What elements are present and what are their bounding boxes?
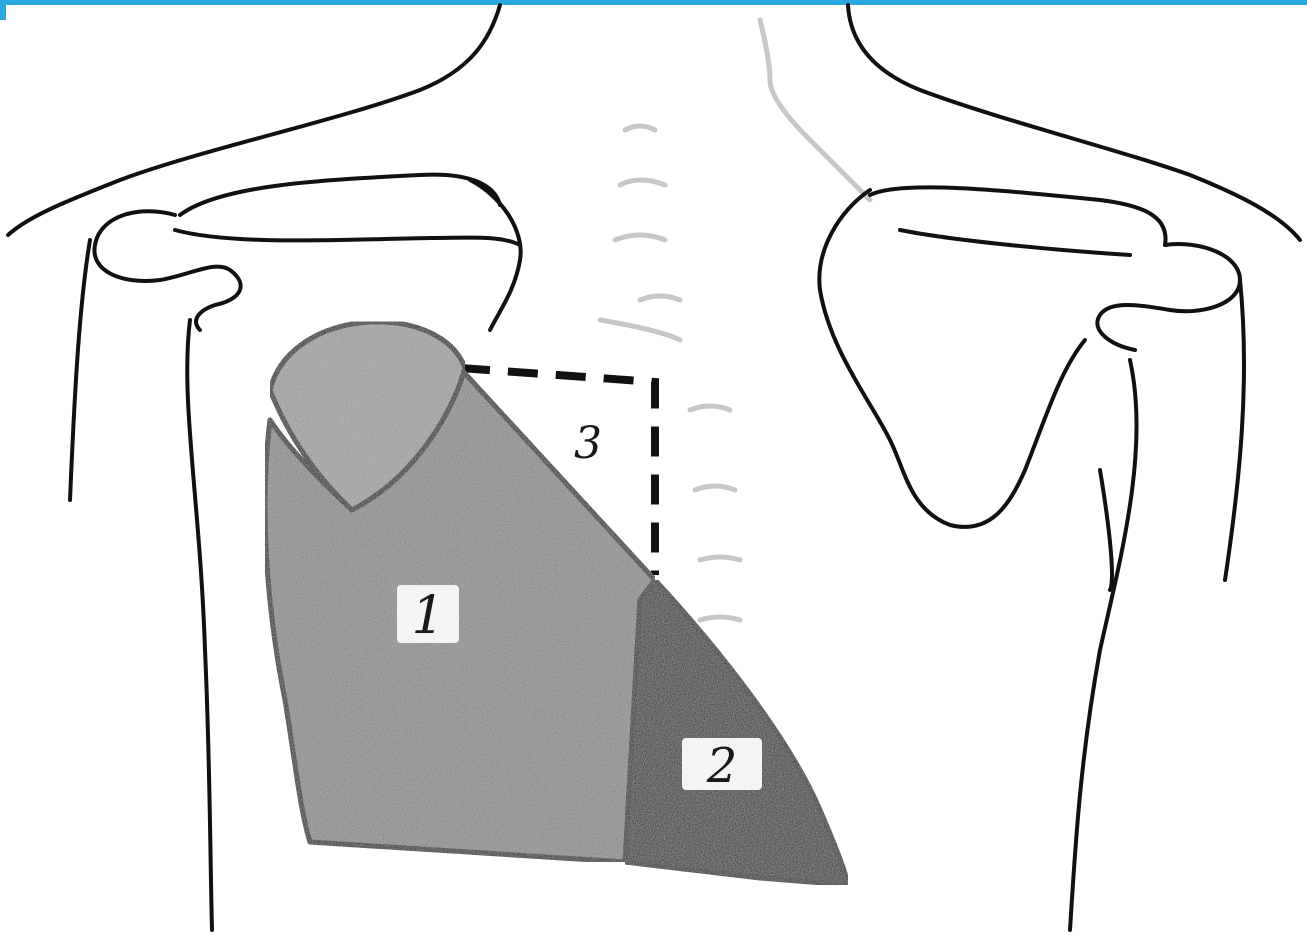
frame-accent-left bbox=[0, 0, 6, 20]
left-scapula bbox=[470, 180, 521, 330]
frame-accent-top bbox=[0, 0, 1307, 5]
label-1: 1 bbox=[411, 586, 444, 646]
right-clavicle bbox=[870, 187, 1166, 245]
right-neck-shoulder-line bbox=[848, 5, 1300, 240]
label-3-group: 3 bbox=[574, 418, 602, 469]
left-clavicle-lower bbox=[175, 230, 520, 245]
right-arm-outer bbox=[1225, 280, 1244, 580]
left-humeral-head bbox=[94, 211, 240, 330]
left-neck-shoulder-line bbox=[8, 5, 500, 235]
label-2: 2 bbox=[706, 738, 738, 794]
label-3: 3 bbox=[574, 418, 602, 469]
right-clavicle-lower bbox=[900, 230, 1130, 255]
label-1-group: 1 bbox=[397, 585, 459, 646]
left-arm-outer bbox=[70, 240, 90, 500]
region-2 bbox=[625, 580, 848, 885]
right-arm-inner bbox=[1070, 360, 1137, 930]
left-clavicle bbox=[180, 175, 500, 215]
right-scapula bbox=[819, 190, 1085, 527]
label-2-group: 2 bbox=[682, 738, 762, 794]
right-humeral-head bbox=[1097, 244, 1240, 350]
left-arm-inner bbox=[187, 320, 212, 930]
right-arm-crease bbox=[1100, 470, 1112, 590]
